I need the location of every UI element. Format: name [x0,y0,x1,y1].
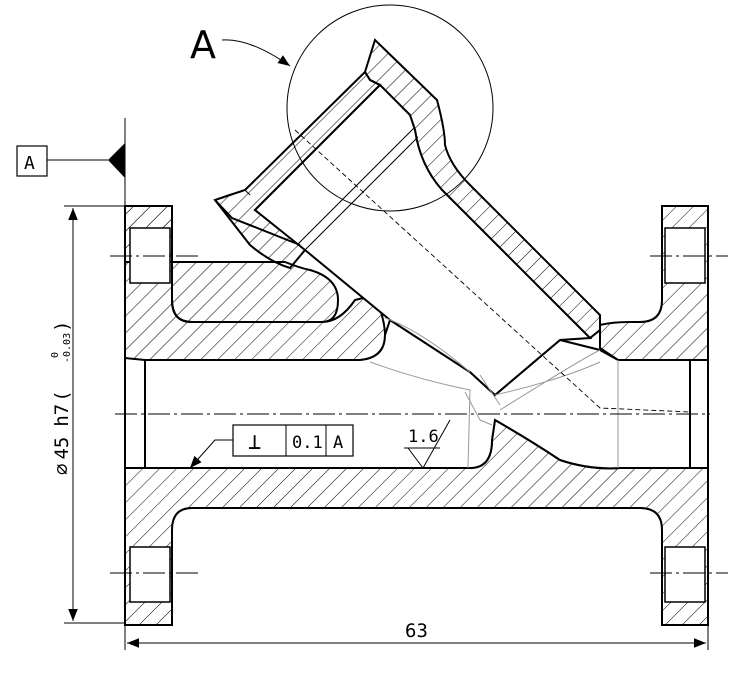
intersection-curves [369,317,619,469]
branch-cap-step [214,199,301,246]
right-lower-bolt-hole [664,546,706,603]
tolerance-datum: A [333,433,343,453]
length-value: 63 [405,620,428,642]
datum-letter: A [24,153,35,174]
detail-leader [221,39,291,67]
tolerance-leader [189,439,233,469]
branch-bore [253,83,593,397]
left-lower-bolt-hole [129,546,171,603]
hidden-line [294,129,691,413]
detail-circle [286,4,494,212]
surface-finish-value: 1.6 [408,427,439,447]
tolerance-symbol: ⊥ [248,430,261,455]
svg-text:): ) [51,321,73,332]
tolerance-frame: ⊥ 0.1 A [232,424,354,457]
diameter-symbol: ⌀ [51,464,73,475]
datum-box [16,145,48,177]
right-upper-bolt-hole [664,227,706,284]
surface-finish: 1.6 [404,419,451,469]
datum-triangle [108,143,125,178]
diameter-fit: h7 [51,404,73,427]
diameter-text: ⌀45h7( 0 -0.03 ) [50,321,73,475]
diameter-upper-dev: 0 [50,352,61,358]
tolerance-value: 0.1 [292,433,323,453]
detail-label: A [190,23,216,67]
diameter-lower-dev: -0.03 [62,333,73,363]
svg-text:⌀45h7(: ⌀45h7( [51,390,73,475]
diameter-value: 45 [51,437,73,460]
branch-left-wall-section [213,70,382,270]
left-upper-bolt-hole [129,227,171,284]
